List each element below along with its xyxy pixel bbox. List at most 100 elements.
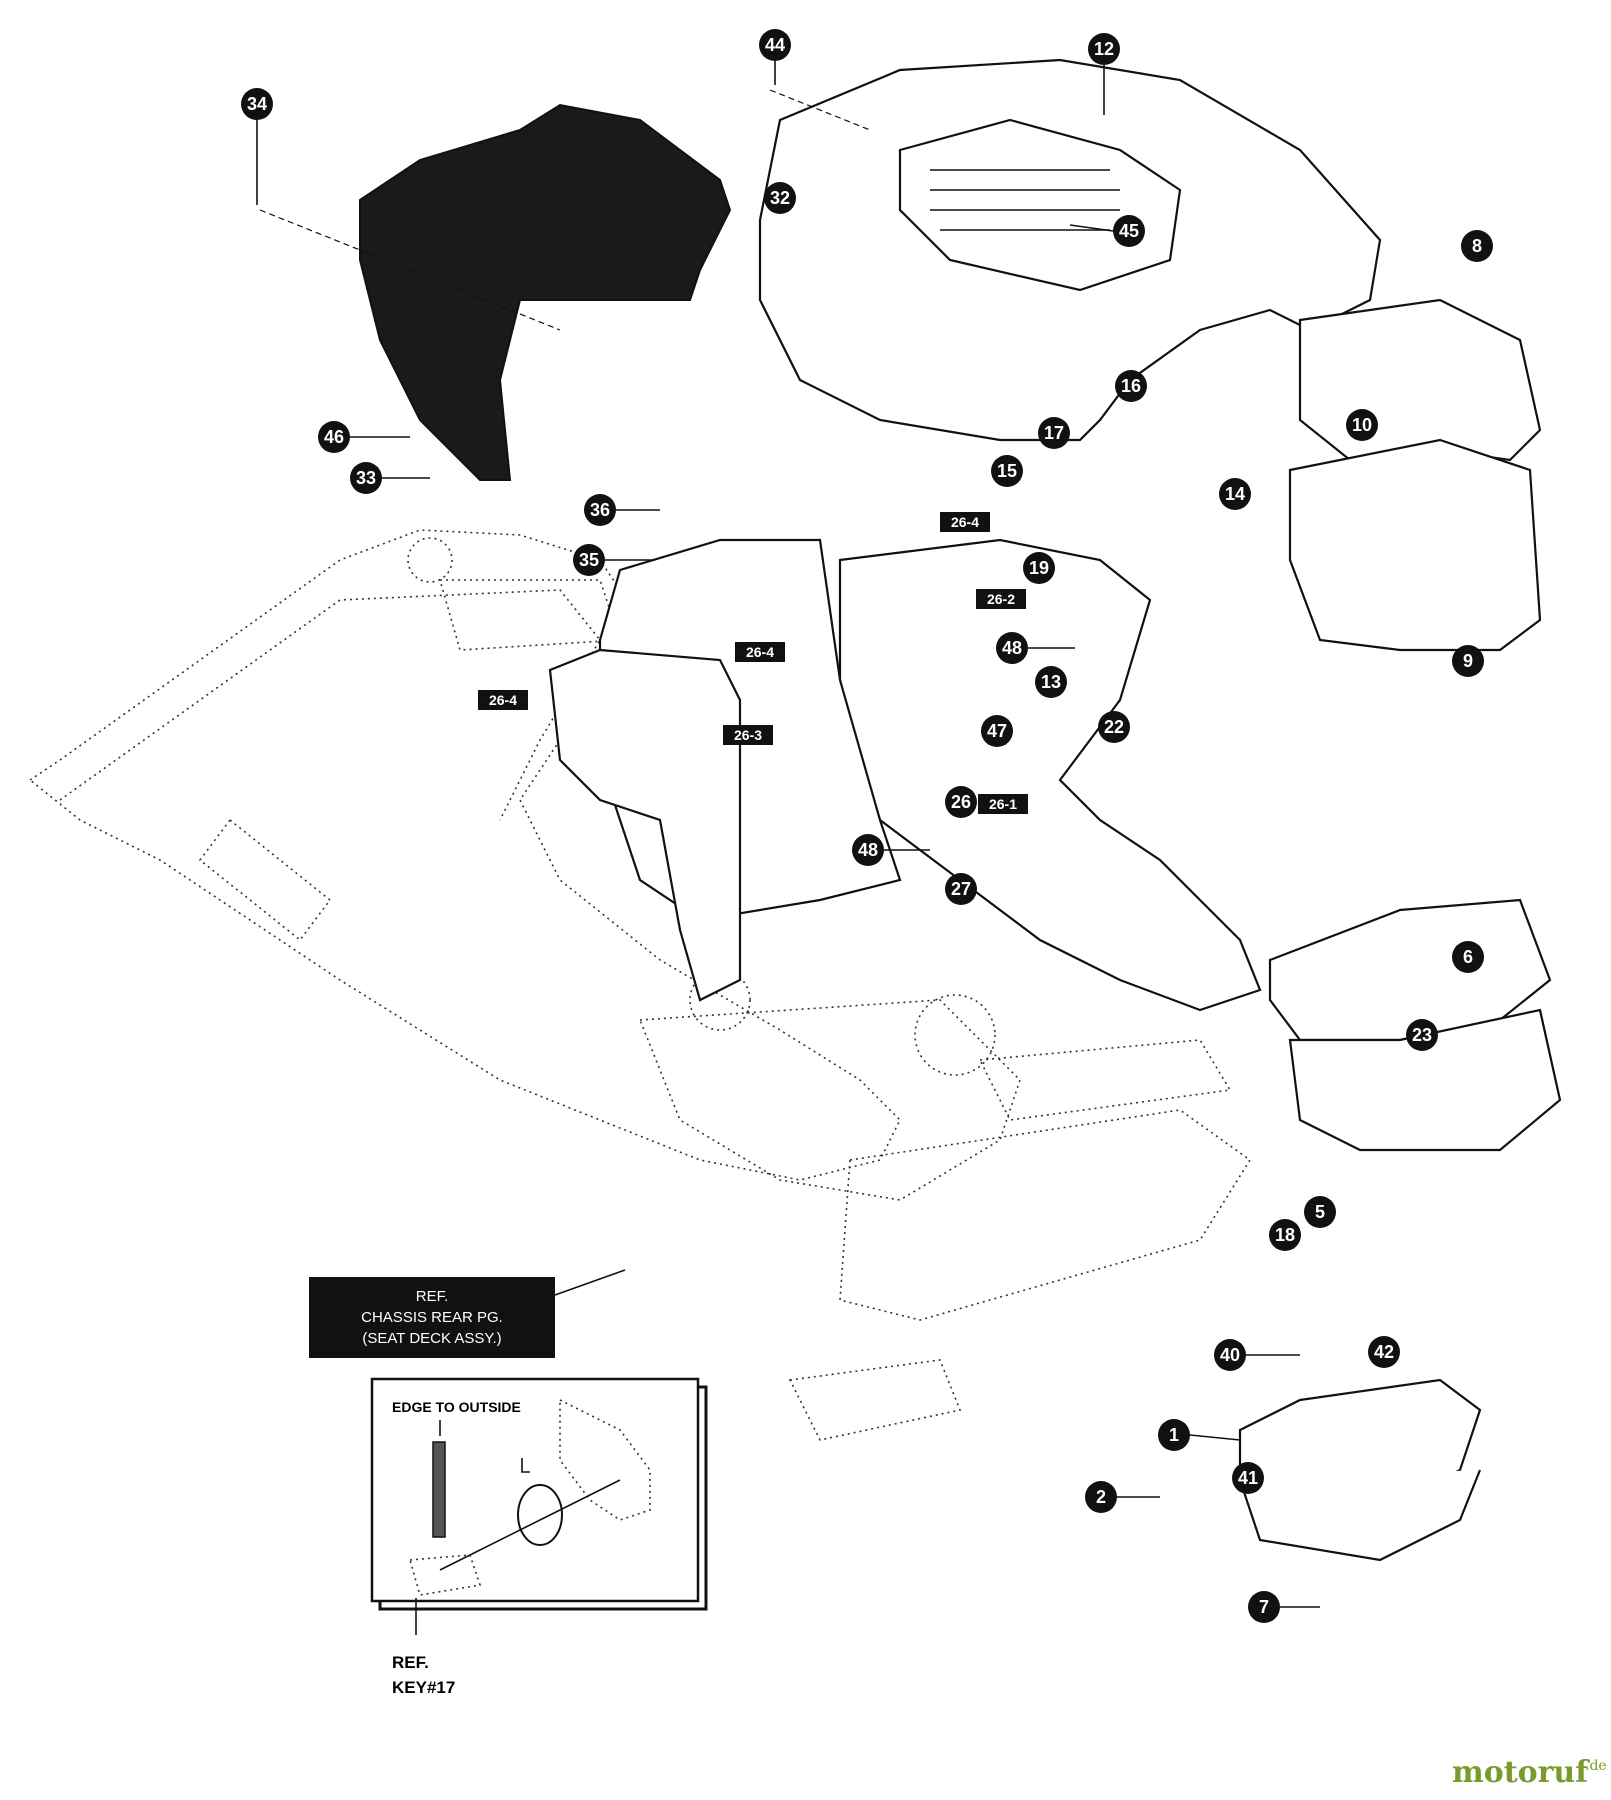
svg-text:26-1: 26-1 — [989, 796, 1017, 812]
callout-5: 5 — [1304, 1196, 1336, 1228]
inset-caption: EDGE TO OUTSIDE — [392, 1399, 521, 1415]
svg-text:17: 17 — [1044, 423, 1064, 443]
svg-text:27: 27 — [951, 879, 971, 899]
chassis-ref-box: REF. CHASSIS REAR PG. (SEAT DECK ASSY.) — [309, 1277, 555, 1358]
callout-35: 35 — [573, 544, 655, 576]
callout-45: 45 — [1069, 215, 1145, 247]
subref-26-2: 26-2 — [976, 589, 1026, 609]
callout-19: 19 — [1023, 552, 1055, 584]
callout-42: 42 — [1368, 1336, 1400, 1368]
svg-text:1: 1 — [1169, 1425, 1179, 1445]
callout-7: 7 — [1248, 1591, 1320, 1623]
svg-text:32: 32 — [770, 188, 790, 208]
rear-shroud-part — [259, 103, 732, 481]
svg-text:36: 36 — [590, 500, 610, 520]
svg-text:2: 2 — [1096, 1487, 1106, 1507]
svg-text:48: 48 — [858, 840, 878, 860]
svg-text:40: 40 — [1220, 1345, 1240, 1365]
svg-text:16: 16 — [1121, 376, 1141, 396]
callout-47: 47 — [981, 715, 1013, 747]
svg-text:15: 15 — [997, 461, 1017, 481]
callout-34: 34 — [241, 88, 273, 205]
callout-10: 10 — [1346, 409, 1378, 441]
svg-text:26-4: 26-4 — [489, 692, 517, 708]
svg-text:26-2: 26-2 — [987, 591, 1015, 607]
svg-text:26-4: 26-4 — [951, 514, 979, 530]
callout-41: 41 — [1232, 1462, 1264, 1494]
left-bracket-part — [548, 648, 742, 1002]
watermark-logo: motoruf .de — [1452, 1755, 1607, 1790]
callout-36: 36 — [584, 494, 660, 526]
svg-text:12: 12 — [1094, 39, 1114, 59]
front-bumper-part — [1268, 898, 1562, 1152]
svg-text:41: 41 — [1238, 1468, 1258, 1488]
svg-text:motoruf: motoruf — [1452, 1755, 1590, 1790]
svg-text:.de: .de — [1585, 1758, 1607, 1774]
callout-32: 32 — [764, 182, 796, 214]
ref-key-line2: KEY#17 — [392, 1678, 455, 1697]
callout-14: 14 — [1219, 478, 1251, 510]
callout-9: 9 — [1452, 645, 1484, 677]
svg-text:CHASSIS REAR PG.: CHASSIS REAR PG. — [361, 1309, 503, 1326]
subref-tags: 26-4 26-2 26-4 26-4 26-3 26-1 — [478, 512, 1028, 814]
callout-33: 33 — [350, 462, 430, 494]
callout-48a: 48 — [996, 632, 1075, 664]
svg-text:14: 14 — [1225, 484, 1245, 504]
inset-detail: EDGE TO OUTSIDE — [370, 1377, 708, 1635]
svg-text:44: 44 — [765, 35, 785, 55]
subref-26-4-left: 26-4 — [478, 690, 528, 710]
svg-text:26-3: 26-3 — [734, 727, 762, 743]
svg-text:46: 46 — [324, 427, 344, 447]
callout-2: 2 — [1085, 1481, 1160, 1513]
hood-part — [758, 58, 1382, 442]
grille-part — [1288, 298, 1542, 652]
svg-text:(SEAT DECK ASSY.): (SEAT DECK ASSY.) — [362, 1330, 501, 1347]
ref-box-pointer — [554, 1269, 626, 1296]
svg-text:42: 42 — [1374, 1342, 1394, 1362]
callout-40: 40 — [1214, 1339, 1300, 1371]
callout-15: 15 — [991, 455, 1023, 487]
subref-26-1: 26-1 — [978, 794, 1028, 814]
callout-13: 13 — [1035, 666, 1067, 698]
callout-48b: 48 — [852, 834, 930, 866]
callout-44: 44 — [759, 29, 791, 85]
svg-text:35: 35 — [579, 550, 599, 570]
callout-27: 27 — [945, 873, 977, 905]
callout-16: 16 — [1115, 370, 1147, 402]
svg-text:34: 34 — [247, 94, 267, 114]
svg-text:23: 23 — [1412, 1025, 1432, 1045]
svg-text:6: 6 — [1463, 947, 1473, 967]
callout-22: 22 — [1098, 711, 1130, 743]
callout-23: 23 — [1406, 1019, 1438, 1051]
subref-26-4-top: 26-4 — [940, 512, 990, 532]
callout-46: 46 — [318, 421, 410, 453]
svg-text:9: 9 — [1463, 651, 1473, 671]
callout-1: 1 — [1158, 1419, 1241, 1451]
subref-26-3: 26-3 — [723, 725, 773, 745]
svg-text:47: 47 — [987, 721, 1007, 741]
callout-18: 18 — [1269, 1219, 1301, 1251]
svg-text:19: 19 — [1029, 558, 1049, 578]
callout-6: 6 — [1452, 941, 1484, 973]
svg-text:22: 22 — [1104, 717, 1124, 737]
callout-8: 8 — [1461, 230, 1493, 262]
svg-text:REF.: REF. — [416, 1288, 449, 1305]
svg-text:26: 26 — [951, 792, 971, 812]
svg-text:8: 8 — [1472, 236, 1482, 256]
svg-text:5: 5 — [1315, 1202, 1325, 1222]
svg-text:10: 10 — [1352, 415, 1372, 435]
svg-text:48: 48 — [1002, 638, 1022, 658]
callout-17: 17 — [1038, 417, 1070, 449]
svg-text:33: 33 — [356, 468, 376, 488]
svg-text:26-4: 26-4 — [746, 644, 774, 660]
callout-12: 12 — [1088, 33, 1120, 115]
svg-text:45: 45 — [1119, 221, 1139, 241]
ref-key-line1: REF. — [392, 1653, 429, 1672]
battery-tray-part — [1238, 1378, 1482, 1562]
subref-26-4-mid: 26-4 — [735, 642, 785, 662]
callout-markers: 1 2 5 6 7 8 9 10 12 13 14 15 16 17 18 19… — [241, 29, 1493, 1623]
svg-text:7: 7 — [1259, 1597, 1269, 1617]
svg-text:13: 13 — [1041, 672, 1061, 692]
svg-text:18: 18 — [1275, 1225, 1295, 1245]
